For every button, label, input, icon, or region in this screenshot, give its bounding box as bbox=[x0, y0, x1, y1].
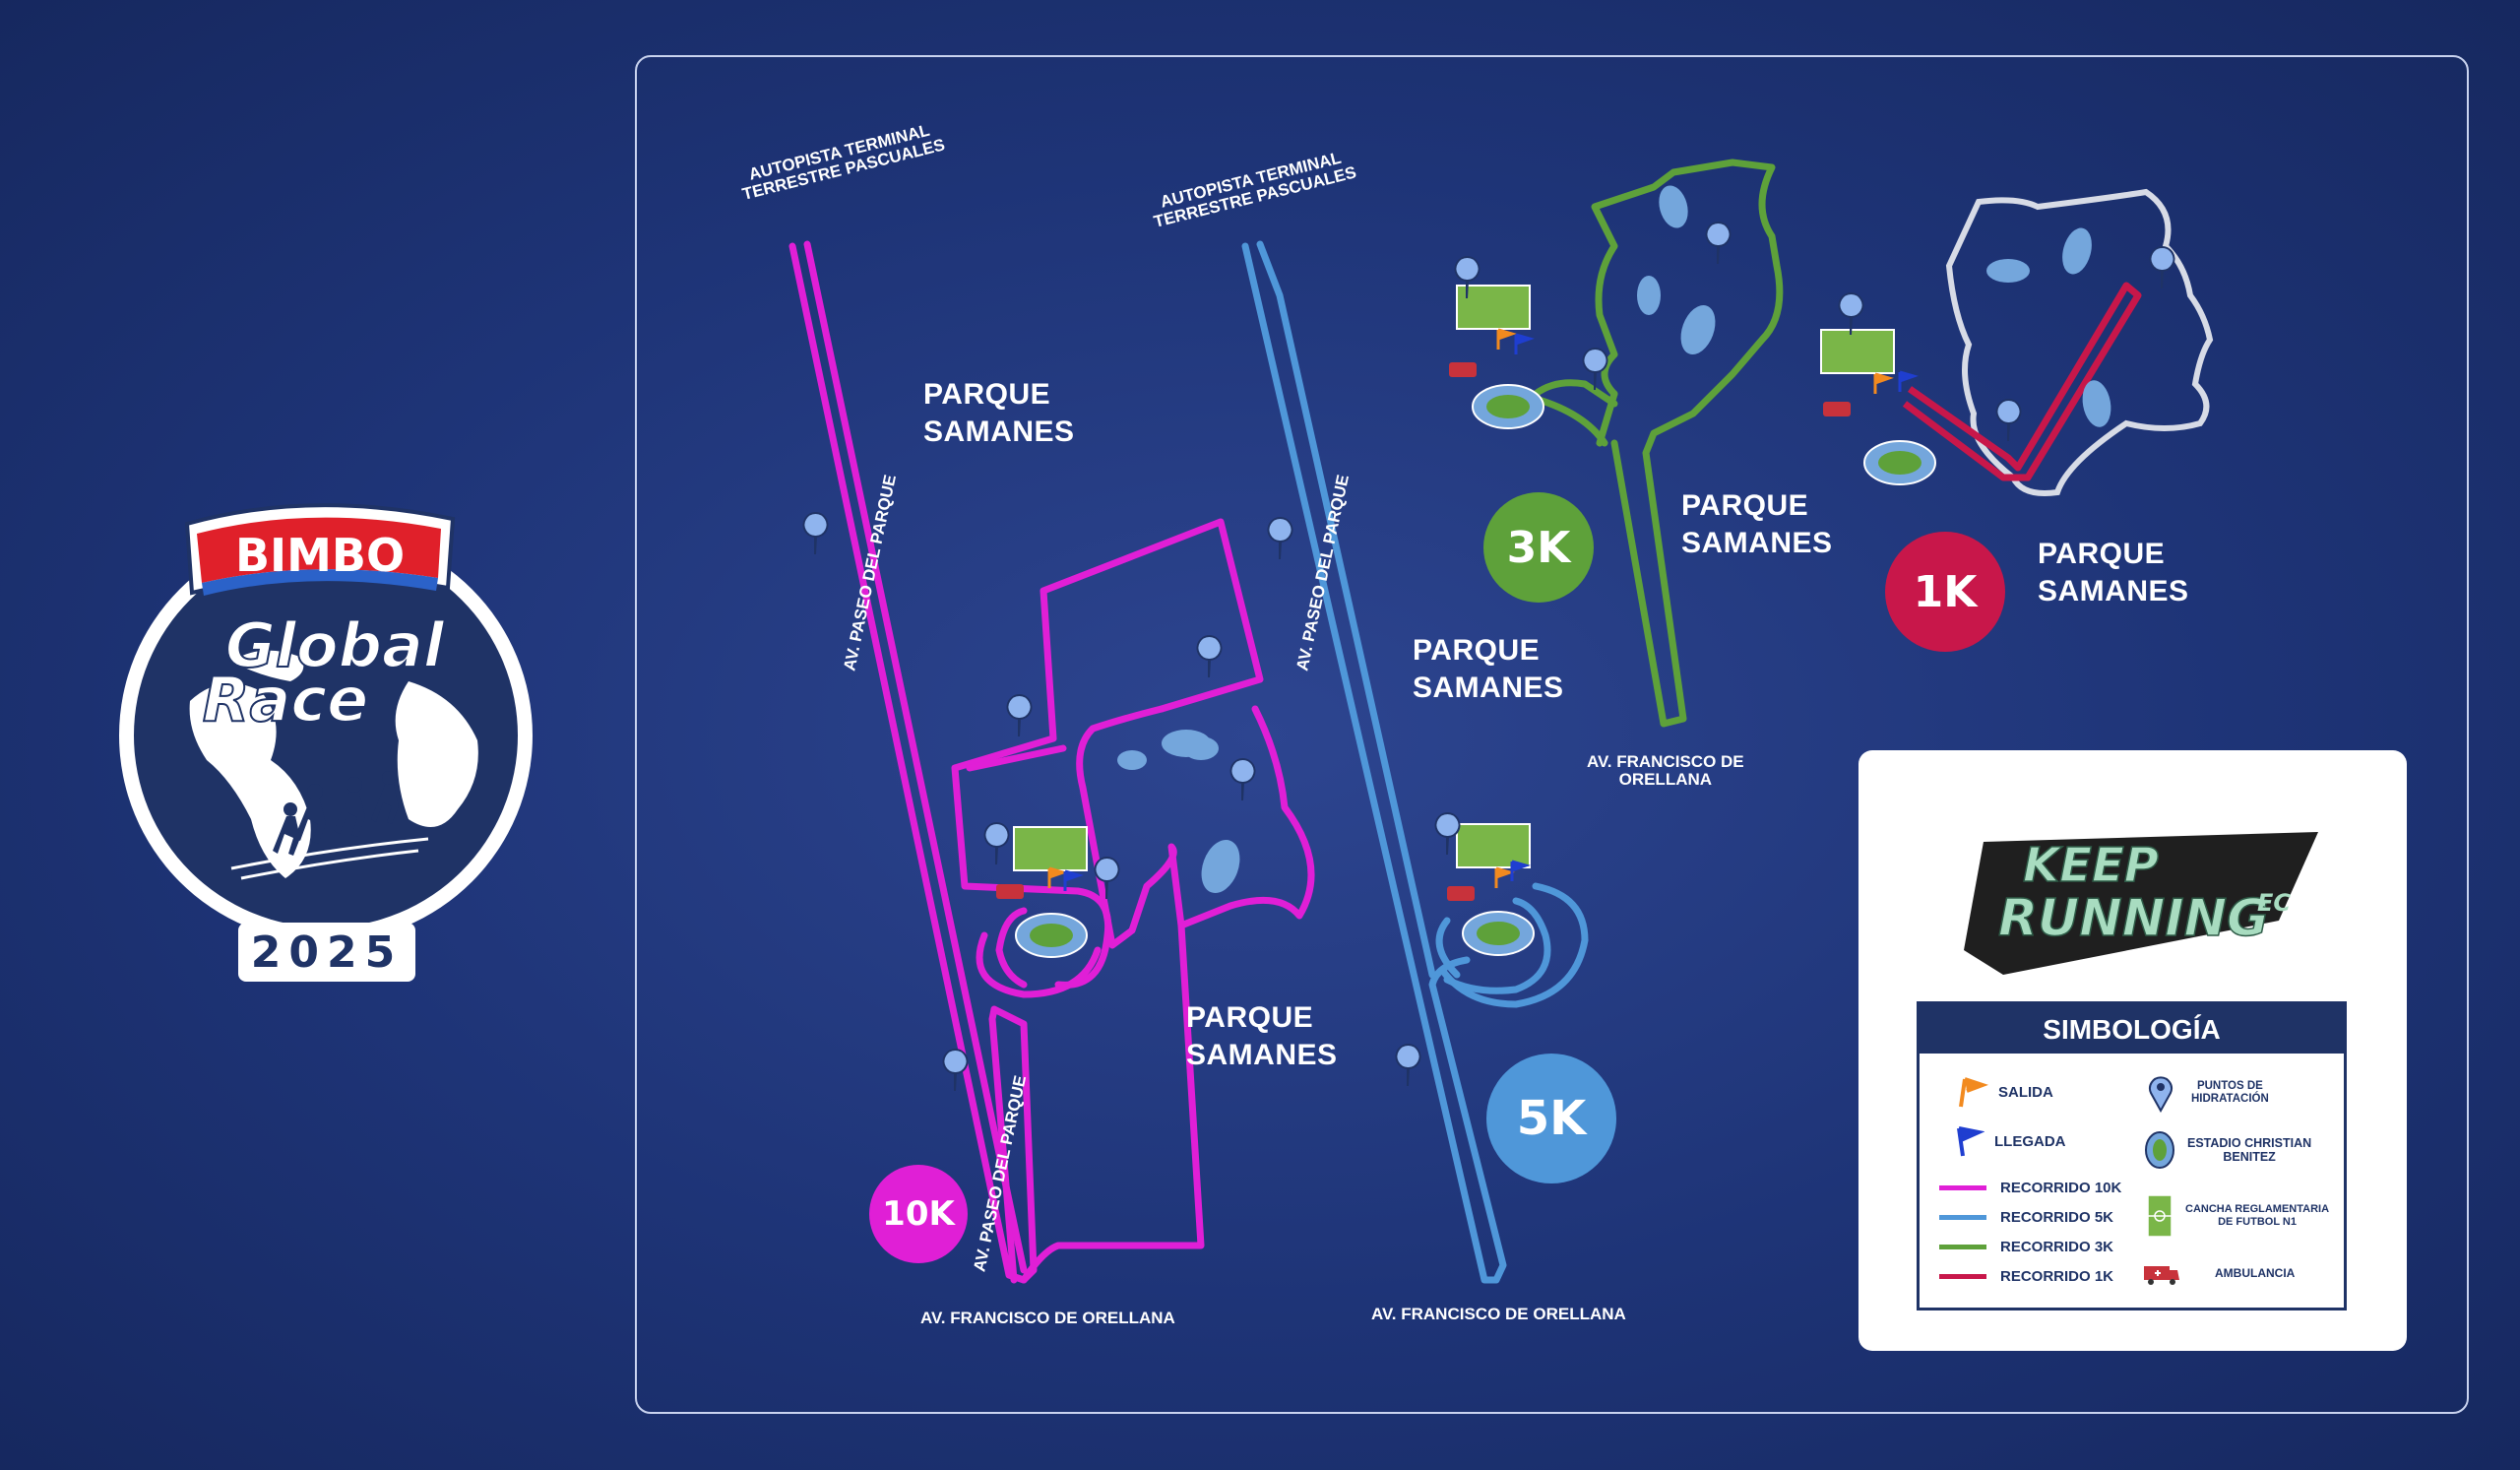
logo-year: 2025 bbox=[238, 923, 415, 982]
ambulances bbox=[996, 362, 1851, 901]
keep-running-keep: KEEP bbox=[2023, 838, 2159, 893]
ambulance-icon bbox=[2144, 1266, 2179, 1285]
hydration-pin-icon bbox=[2149, 1076, 2173, 1113]
keep-running-logo: KEEP RUNNING EC bbox=[1944, 802, 2328, 980]
hydration-points bbox=[802, 222, 2175, 1092]
legend-item-rec1k: RECORRIDO 1K bbox=[1939, 1268, 2113, 1285]
line-10k-icon bbox=[1939, 1185, 1986, 1190]
badge-3k: 3K bbox=[1483, 492, 1594, 603]
logo-line1: Global bbox=[225, 609, 445, 681]
logo-line2: Race bbox=[203, 664, 368, 735]
legend-item-rec5k: RECORRIDO 5K bbox=[1939, 1209, 2113, 1226]
badge-5k: 5K bbox=[1486, 1054, 1616, 1183]
legend-item-salida: SALIDA bbox=[1953, 1075, 2053, 1109]
keep-running-ec: EC bbox=[2257, 889, 2291, 917]
football-fields bbox=[1013, 285, 1895, 871]
line-5k-icon bbox=[1939, 1215, 1986, 1220]
legend-item-llegada: LLEGADA bbox=[1949, 1124, 2066, 1158]
football-field-icon bbox=[2147, 1194, 2173, 1238]
badge-10k: 10K bbox=[869, 1165, 968, 1263]
route-3k bbox=[1532, 159, 1784, 728]
finish-flag-icon bbox=[1957, 1126, 1984, 1157]
legend-symbology: SIMBOLOGÍA SALIDA LLEGADA RECORRIDO 10K … bbox=[1917, 1001, 2347, 1310]
line-1k-icon bbox=[1939, 1274, 1986, 1279]
start-flag-icon bbox=[1959, 1077, 1988, 1108]
road-label-orellana-5k: AV. FRANCISCO DE ORELLANA bbox=[1371, 1305, 1626, 1323]
logo-brand: BIMBO bbox=[235, 529, 405, 582]
line-3k-icon bbox=[1939, 1245, 1986, 1249]
legend-item-rec10k: RECORRIDO 10K bbox=[1939, 1180, 2121, 1196]
legend-item-rec3k: RECORRIDO 3K bbox=[1939, 1239, 2113, 1255]
road-label-orellana-10k: AV. FRANCISCO DE ORELLANA bbox=[920, 1309, 1175, 1327]
legend-title: SIMBOLOGÍA bbox=[1920, 1004, 2344, 1054]
stadiums bbox=[1015, 384, 1936, 958]
badge-1k: 1K bbox=[1885, 532, 2005, 652]
route-10k bbox=[788, 240, 1315, 1284]
legend-item-ambulancia: AMBULANCIA bbox=[2142, 1260, 2295, 1286]
start-finish-flags bbox=[1047, 328, 1919, 891]
keep-running-running: RUNNING bbox=[1998, 889, 2269, 948]
map-frame bbox=[635, 55, 2469, 1414]
route-5k bbox=[1241, 240, 1589, 1284]
ponds bbox=[1117, 185, 2111, 894]
stadium-icon bbox=[2145, 1131, 2174, 1169]
bimbo-global-race-logo: BIMBO Global Race bbox=[113, 484, 538, 987]
route-1k bbox=[1902, 188, 2214, 496]
